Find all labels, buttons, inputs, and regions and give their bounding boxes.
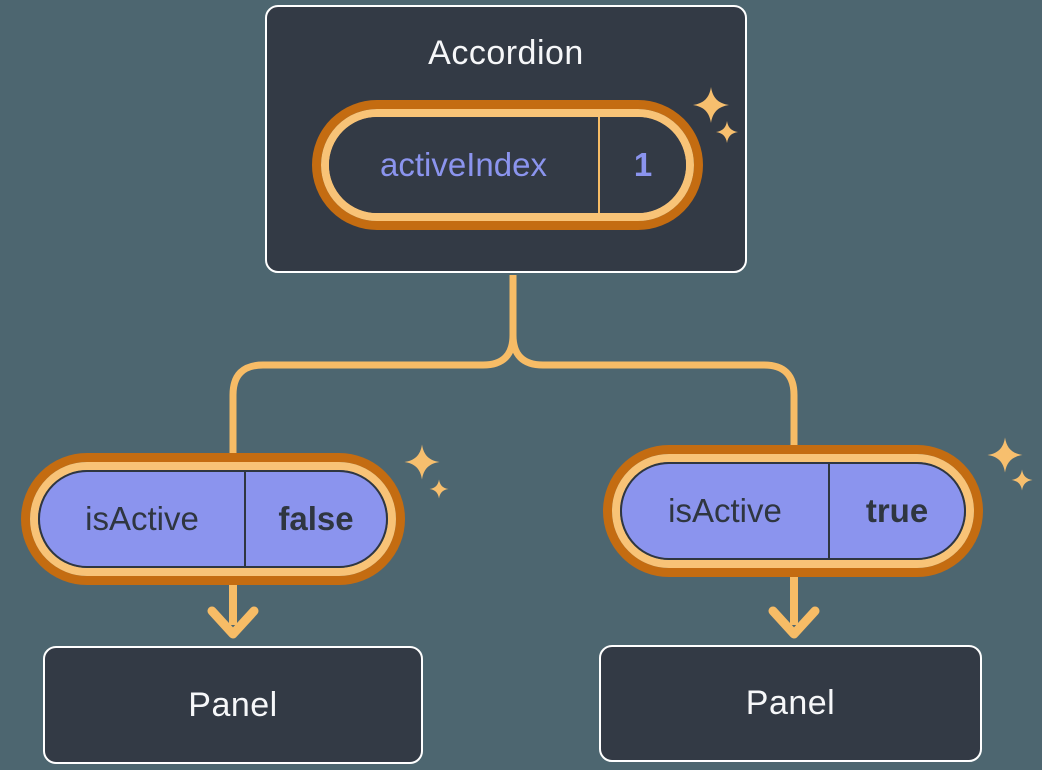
state-name: activeIndex bbox=[380, 146, 547, 183]
prop-pill-right-ring: isActive true bbox=[612, 454, 974, 568]
pill-divider bbox=[244, 472, 246, 566]
panel-title: Panel bbox=[745, 684, 836, 722]
sparkle-icon bbox=[404, 444, 440, 480]
prop-name: isActive bbox=[85, 500, 199, 537]
prop-pill-right: isActive true bbox=[603, 445, 983, 577]
state-value: 1 bbox=[633, 146, 653, 183]
panel-title: Panel bbox=[188, 685, 278, 724]
pill-divider bbox=[828, 464, 830, 558]
prop-pill-left: isActive false bbox=[21, 453, 405, 585]
state-pill-ring: activeIndex 1 bbox=[321, 109, 694, 221]
pill-divider bbox=[598, 117, 600, 213]
arrow-down-icon bbox=[207, 606, 259, 639]
prop-value: false bbox=[278, 500, 354, 537]
connector-right-branch bbox=[509, 334, 798, 452]
sparkle-icon bbox=[429, 479, 449, 499]
state-pill: activeIndex 1 bbox=[312, 100, 703, 230]
connector-left-branch bbox=[229, 275, 517, 460]
prop-pill-left-ring: isActive false bbox=[30, 462, 396, 576]
panel-box-left: Panel bbox=[43, 646, 423, 764]
prop-pill-right-body: isActive true bbox=[620, 462, 966, 560]
sparkle-icon bbox=[987, 437, 1023, 473]
prop-pill-left-body: isActive false bbox=[38, 470, 388, 568]
arrow-down-icon bbox=[768, 606, 820, 639]
prop-value: true bbox=[865, 492, 929, 529]
state-pill-body: activeIndex 1 bbox=[329, 117, 686, 213]
panel-box-right: Panel bbox=[599, 645, 982, 762]
accordion-title: Accordion bbox=[428, 34, 584, 72]
sparkle-icon bbox=[1011, 469, 1033, 491]
prop-name: isActive bbox=[668, 492, 782, 529]
